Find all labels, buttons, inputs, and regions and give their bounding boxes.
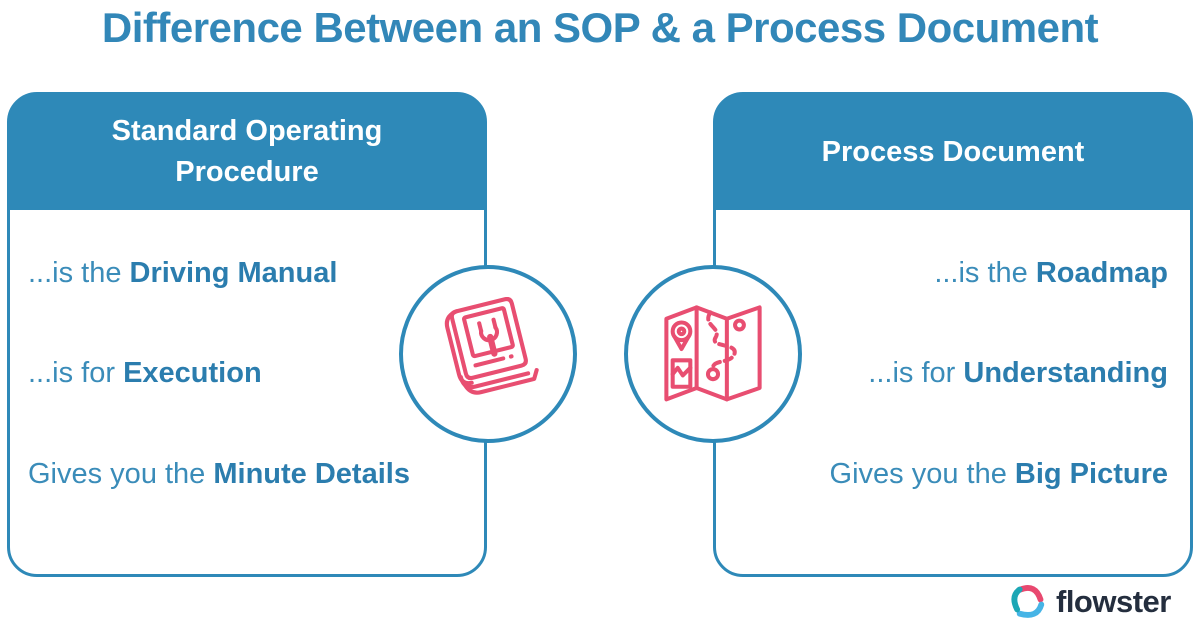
sop-row-minute-details: Gives you the Minute Details <box>10 456 484 492</box>
map-icon-circle <box>624 265 802 443</box>
row-prefix: ...is for <box>868 357 964 389</box>
flowster-wordmark: flowster <box>1056 584 1171 619</box>
process-card-header: Process Document <box>715 94 1191 210</box>
process-row-big-picture: Gives you the Big Picture <box>716 456 1190 492</box>
manual-icon-circle <box>399 265 577 443</box>
flowster-logo-icon <box>1011 585 1045 618</box>
row-emphasis: Roadmap <box>1035 257 1168 289</box>
row-prefix: Gives you the <box>829 458 1015 490</box>
row-prefix: ...is the <box>934 257 1036 289</box>
flowster-logo: flowster <box>1008 582 1171 622</box>
process-card: Process Document ...is the Roadmap ...is… <box>713 92 1193 577</box>
row-emphasis: Understanding <box>963 357 1168 389</box>
row-emphasis: Driving Manual <box>129 257 338 289</box>
sop-card-title: Standard Operating Procedure <box>111 115 383 188</box>
folded-map-icon <box>664 305 762 402</box>
sop-card-header: Standard Operating Procedure <box>9 94 485 210</box>
row-emphasis: Execution <box>123 357 262 389</box>
process-row-understanding: ...is for Understanding <box>716 355 1190 391</box>
row-prefix: ...is the <box>28 257 130 289</box>
sop-row-driving-manual: ...is the Driving Manual <box>10 255 484 291</box>
process-card-title: Process Document <box>821 135 1085 168</box>
row-prefix: ...is for <box>28 357 124 389</box>
page-title: Difference Between an SOP & a Process Do… <box>101 4 1099 51</box>
manual-book-wrench-icon <box>444 297 539 395</box>
row-prefix: Gives you the <box>28 458 214 490</box>
row-emphasis: Minute Details <box>213 458 410 490</box>
process-row-roadmap: ...is the Roadmap <box>716 255 1190 291</box>
row-emphasis: Big Picture <box>1014 458 1168 490</box>
sop-row-execution: ...is for Execution <box>10 355 484 391</box>
